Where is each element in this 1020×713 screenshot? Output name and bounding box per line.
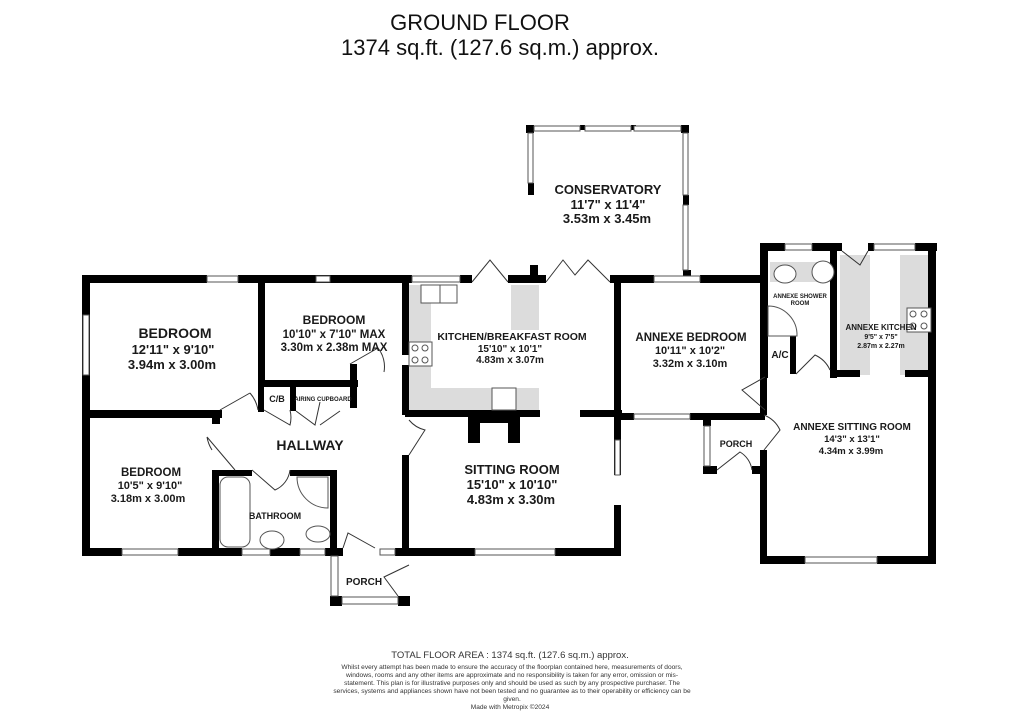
svg-text:15'10" x 10'1": 15'10" x 10'1" <box>478 344 543 355</box>
room-bedroom-3: BEDROOM 10'5" x 9'10" 3.18m x 3.00m <box>111 467 186 505</box>
toilet-icon <box>773 264 797 284</box>
fixtures <box>219 260 932 550</box>
svg-text:2.87m x 2.27m: 2.87m x 2.27m <box>857 343 904 350</box>
svg-text:4.83m x 3.30m: 4.83m x 3.30m <box>467 492 555 507</box>
svg-text:10'10" x 7'10" MAX: 10'10" x 7'10" MAX <box>283 329 386 341</box>
credit: Made with Metropix ©2024 <box>470 704 550 711</box>
svg-text:ANNEXE KITCHEN: ANNEXE KITCHEN <box>845 323 916 332</box>
shower-icon <box>767 305 798 337</box>
room-sitting: SITTING ROOM 15'10" x 10'10" 4.83m x 3.3… <box>464 462 559 507</box>
svg-text:4.34m x 3.99m: 4.34m x 3.99m <box>819 446 883 457</box>
svg-text:HALLWAY: HALLWAY <box>276 437 344 453</box>
svg-text:3.30m x 2.38m MAX: 3.30m x 2.38m MAX <box>281 342 388 354</box>
svg-text:SITTING ROOM: SITTING ROOM <box>464 462 559 477</box>
svg-text:12'11" x 9'10": 12'11" x 9'10" <box>132 342 215 357</box>
doors <box>206 250 869 597</box>
svg-text:CONSERVATORY: CONSERVATORY <box>555 182 662 197</box>
svg-text:BEDROOM: BEDROOM <box>303 313 366 327</box>
svg-text:BEDROOM: BEDROOM <box>121 467 181 479</box>
svg-text:9'5" x 7'5": 9'5" x 7'5" <box>864 334 897 341</box>
bath-icon <box>219 476 251 548</box>
floor-title: GROUND FLOOR <box>390 10 570 35</box>
svg-text:14'3" x 13'1": 14'3" x 13'1" <box>824 434 880 445</box>
room-ac: A/C <box>771 350 788 361</box>
walls <box>82 125 937 606</box>
windows <box>82 125 916 605</box>
room-conservatory: CONSERVATORY 11'7" x 11'4" 3.53m x 3.45m <box>555 182 662 226</box>
svg-text:KITCHEN/BREAKFAST ROOM: KITCHEN/BREAKFAST ROOM <box>437 331 587 343</box>
svg-text:11'7" x 11'4": 11'7" x 11'4" <box>571 197 646 212</box>
room-airing-cupboard: AIRING CUPBOARD <box>294 397 352 403</box>
room-annexe-shower: ANNEXE SHOWER ROOM <box>773 294 827 307</box>
room-cb: C/B <box>269 394 285 404</box>
svg-text:ANNEXE SHOWER: ANNEXE SHOWER <box>773 294 827 300</box>
toilet-icon <box>305 525 331 543</box>
svg-text:4.83m x 3.07m: 4.83m x 3.07m <box>476 355 544 366</box>
room-hallway: HALLWAY <box>276 437 344 453</box>
floor-area: 1374 sq.ft. (127.6 sq.m.) approx. <box>341 35 659 60</box>
svg-text:ANNEXE SITTING ROOM: ANNEXE SITTING ROOM <box>793 422 911 433</box>
room-bedroom-2: BEDROOM 10'10" x 7'10" MAX 3.30m x 2.38m… <box>281 313 388 354</box>
room-annexe-sitting: ANNEXE SITTING ROOM 14'3" x 13'1" 4.34m … <box>793 422 911 457</box>
room-kitchen: KITCHEN/BREAKFAST ROOM 15'10" x 10'1" 4.… <box>437 331 587 366</box>
svg-text:PORCH: PORCH <box>720 439 753 449</box>
svg-text:10'5" x 9'10": 10'5" x 9'10" <box>118 480 183 492</box>
svg-text:15'10" x 10'10": 15'10" x 10'10" <box>467 477 558 492</box>
sink-icon <box>420 284 458 304</box>
svg-text:A/C: A/C <box>771 350 788 361</box>
svg-text:PORCH: PORCH <box>346 577 382 588</box>
svg-text:ANNEXE BEDROOM: ANNEXE BEDROOM <box>635 332 746 344</box>
svg-text:3.32m x 3.10m: 3.32m x 3.10m <box>653 358 728 370</box>
svg-text:C/B: C/B <box>269 394 285 404</box>
room-porch-2: PORCH <box>720 439 753 449</box>
svg-text:10'11" x 10'2": 10'11" x 10'2" <box>655 345 725 357</box>
svg-text:3.18m x 3.00m: 3.18m x 3.00m <box>111 493 186 505</box>
svg-text:BEDROOM: BEDROOM <box>138 325 211 341</box>
disclaimer: Whilst every attempt has been made to en… <box>333 664 691 703</box>
shower-icon <box>296 476 329 509</box>
svg-text:BATHROOM: BATHROOM <box>249 511 301 521</box>
total-floor-area: TOTAL FLOOR AREA : 1374 sq.ft. (127.6 sq… <box>391 650 629 661</box>
room-bedroom-1: BEDROOM 12'11" x 9'10" 3.94m x 3.00m <box>128 325 216 372</box>
basin-icon <box>811 260 835 284</box>
room-annexe-bedroom: ANNEXE BEDROOM 10'11" x 10'2" 3.32m x 3.… <box>635 332 746 370</box>
hob-icon <box>408 341 433 367</box>
svg-text:AIRING CUPBOARD: AIRING CUPBOARD <box>294 397 352 403</box>
svg-text:3.53m x 3.45m: 3.53m x 3.45m <box>563 211 651 226</box>
oven-icon <box>491 387 517 411</box>
svg-text:ROOM: ROOM <box>791 301 810 307</box>
room-porch-1: PORCH <box>346 577 382 588</box>
room-annexe-kitchen: ANNEXE KITCHEN 9'5" x 7'5" 2.87m x 2.27m <box>845 323 916 350</box>
svg-text:3.94m x 3.00m: 3.94m x 3.00m <box>128 357 216 372</box>
room-bathroom: BATHROOM <box>249 511 301 521</box>
basin-icon <box>259 530 285 550</box>
